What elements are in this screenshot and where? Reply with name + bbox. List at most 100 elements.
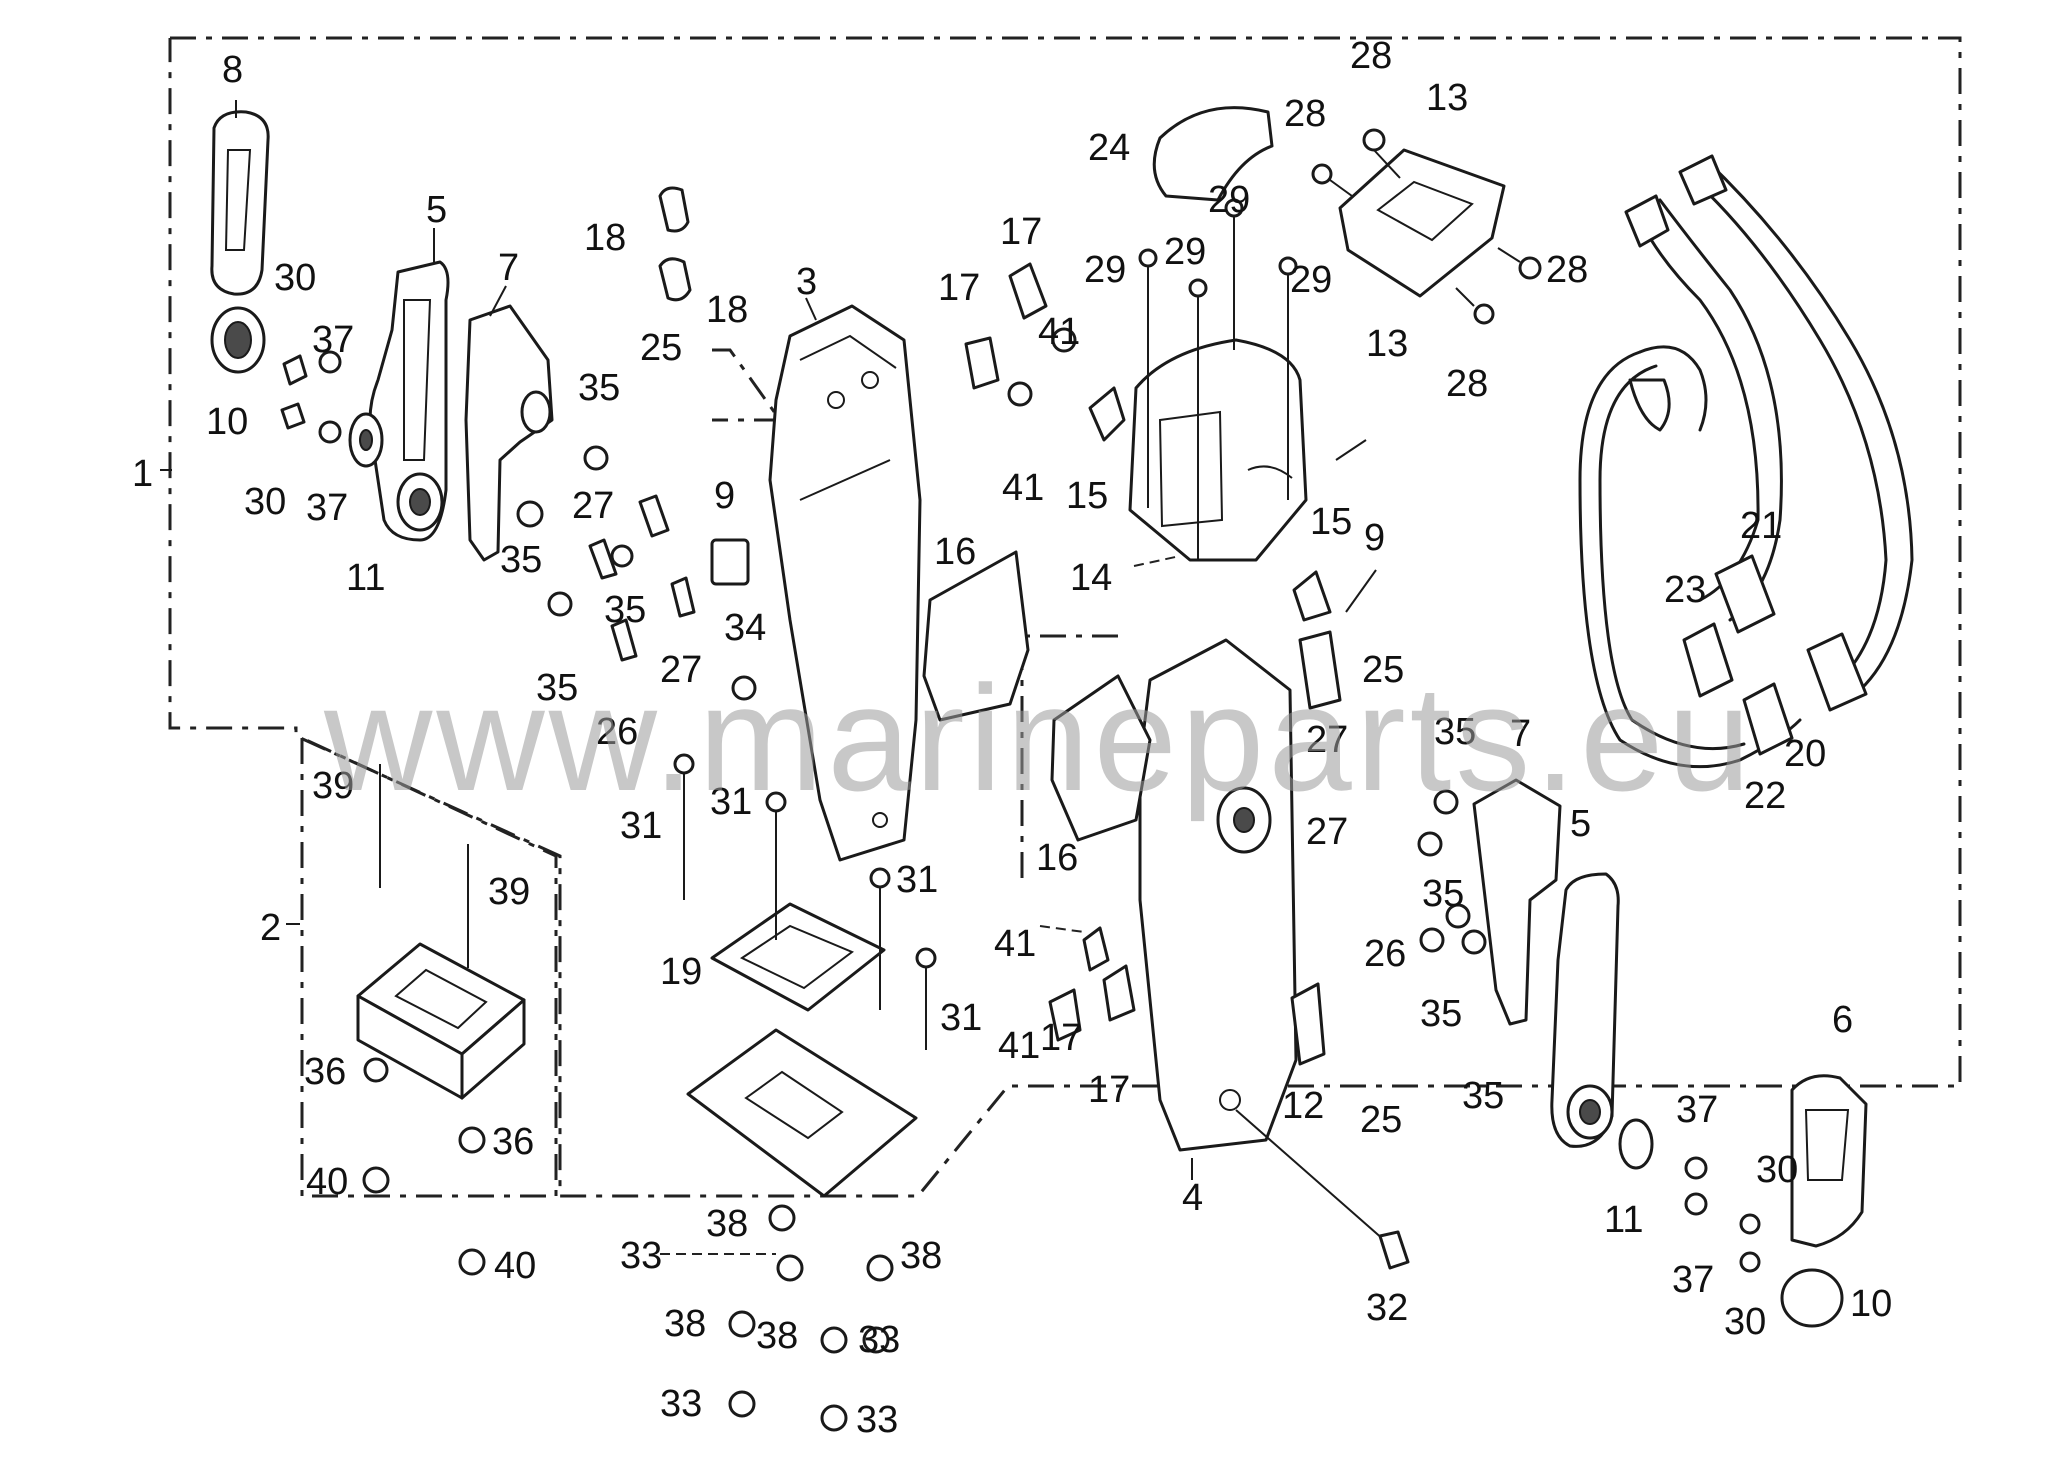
callout-label: 29 bbox=[1084, 249, 1126, 291]
callout-label: 30 bbox=[274, 257, 316, 299]
callout-label: 35 bbox=[578, 367, 620, 409]
cover-plate-16-right bbox=[1050, 674, 1152, 842]
callout-label: 17 bbox=[1088, 1069, 1130, 1111]
callout-label: 39 bbox=[312, 765, 354, 807]
callout-label: 13 bbox=[1366, 323, 1408, 365]
callout-label: 27 bbox=[572, 485, 614, 527]
callout-label: 16 bbox=[1036, 837, 1078, 879]
washer-11-right bbox=[1618, 1118, 1654, 1170]
callout-label: 41 bbox=[1038, 311, 1080, 353]
callout-label: 28 bbox=[1546, 249, 1588, 291]
connector-22 bbox=[1742, 682, 1794, 756]
handle-grip-8 bbox=[210, 110, 270, 296]
callout-label: 35 bbox=[500, 539, 542, 581]
callout-label: 1 bbox=[132, 453, 153, 495]
callout-label: 5 bbox=[426, 189, 447, 231]
mounting-plate-group bbox=[673, 753, 937, 1432]
housing-14 bbox=[1128, 338, 1308, 562]
callout-label: 35 bbox=[1462, 1075, 1504, 1117]
callout-label: 4 bbox=[1182, 1177, 1203, 1219]
callout-label: 17 bbox=[1040, 1017, 1082, 1059]
callout-label: 14 bbox=[1070, 557, 1112, 599]
top-cover-group bbox=[1128, 106, 1308, 562]
callout-label: 40 bbox=[494, 1245, 536, 1287]
fasteners-left bbox=[588, 186, 757, 701]
connector-20 bbox=[1806, 632, 1868, 712]
callout-label: 26 bbox=[596, 711, 638, 753]
callout-label: 25 bbox=[1362, 649, 1404, 691]
callout-label: 27 bbox=[1306, 719, 1348, 761]
callout-labels: 1 2 3 4 5 5 6 7 7 8 9 9 10 10 11 11 12 1… bbox=[132, 35, 1892, 1441]
connector-21 bbox=[1714, 554, 1776, 634]
callout-label: 37 bbox=[1676, 1089, 1718, 1131]
callout-label: 35 bbox=[1422, 873, 1464, 915]
callout-label: 10 bbox=[1850, 1283, 1892, 1325]
callout-label: 34 bbox=[724, 607, 766, 649]
assembly-boundaries bbox=[168, 36, 1962, 1198]
callout-label: 7 bbox=[498, 247, 519, 289]
callout-label: 29 bbox=[1290, 259, 1332, 301]
callout-label: 7 bbox=[1510, 713, 1531, 755]
callout-label: 13 bbox=[1426, 77, 1468, 119]
callout-label: 35 bbox=[1434, 711, 1476, 753]
callout-label: 38 bbox=[900, 1235, 942, 1277]
callout-label: 33 bbox=[858, 1319, 900, 1361]
callout-label: 28 bbox=[1446, 363, 1488, 405]
callout-label: 33 bbox=[660, 1383, 702, 1425]
callout-label: 18 bbox=[706, 289, 748, 331]
callout-label: 30 bbox=[1756, 1149, 1798, 1191]
callout-label: 29 bbox=[1208, 179, 1250, 221]
callout-label: 2 bbox=[260, 907, 281, 949]
callout-label: 9 bbox=[714, 475, 735, 517]
callout-label: 26 bbox=[1364, 933, 1406, 975]
left-handle-group bbox=[210, 110, 609, 617]
callout-label: 27 bbox=[660, 649, 702, 691]
callout-label: 28 bbox=[1350, 35, 1392, 77]
handle-grip-6 bbox=[1790, 1074, 1868, 1248]
callout-label: 38 bbox=[664, 1303, 706, 1345]
control-box-4 bbox=[1048, 630, 1410, 1270]
callout-label: 31 bbox=[710, 781, 752, 823]
callout-label: 24 bbox=[1088, 127, 1130, 169]
callout-label: 37 bbox=[312, 319, 354, 361]
callout-label: 35 bbox=[604, 589, 646, 631]
callout-label: 35 bbox=[536, 667, 578, 709]
callout-label: 36 bbox=[304, 1051, 346, 1093]
callout-label: 17 bbox=[1000, 211, 1042, 253]
callout-label: 37 bbox=[306, 487, 348, 529]
callout-label: 19 bbox=[660, 951, 702, 993]
right-handle-group bbox=[1417, 778, 1868, 1328]
callout-label: 5 bbox=[1570, 803, 1591, 845]
callout-label: 30 bbox=[1724, 1301, 1766, 1343]
watermark: www.marineparts.eu bbox=[323, 654, 1755, 822]
bracket-12 bbox=[1290, 982, 1326, 1066]
callout-label: 41 bbox=[998, 1025, 1040, 1067]
callout-label: 28 bbox=[1284, 93, 1326, 135]
callout-label: 17 bbox=[938, 267, 980, 309]
callout-label: 31 bbox=[896, 859, 938, 901]
callout-label: 21 bbox=[1740, 505, 1782, 547]
callout-label: 31 bbox=[940, 997, 982, 1039]
cover-plate-16 bbox=[922, 550, 1030, 722]
callout-label: 12 bbox=[1282, 1085, 1324, 1127]
callout-label: 25 bbox=[1360, 1099, 1402, 1141]
callout-label: 38 bbox=[756, 1315, 798, 1357]
callout-label: 27 bbox=[1306, 811, 1348, 853]
callout-label: 41 bbox=[994, 923, 1036, 965]
connector-23 bbox=[1682, 622, 1734, 698]
lever-cover-7-right bbox=[1472, 778, 1562, 1026]
gasket-19 bbox=[710, 902, 886, 1012]
clips-top bbox=[964, 262, 1332, 622]
callout-label: 3 bbox=[796, 261, 817, 303]
callout-label: 23 bbox=[1664, 569, 1706, 611]
bracket-13 bbox=[1311, 128, 1542, 325]
assembly-2-boundary bbox=[300, 736, 558, 1198]
cover-24 bbox=[1152, 106, 1274, 202]
callout-label: 33 bbox=[856, 1399, 898, 1441]
base-plate bbox=[686, 1028, 918, 1198]
callout-label: 11 bbox=[1604, 1199, 1643, 1241]
bolt-32 bbox=[1378, 1230, 1410, 1270]
callout-label: 35 bbox=[1420, 993, 1462, 1035]
callout-label: 33 bbox=[620, 1235, 662, 1277]
